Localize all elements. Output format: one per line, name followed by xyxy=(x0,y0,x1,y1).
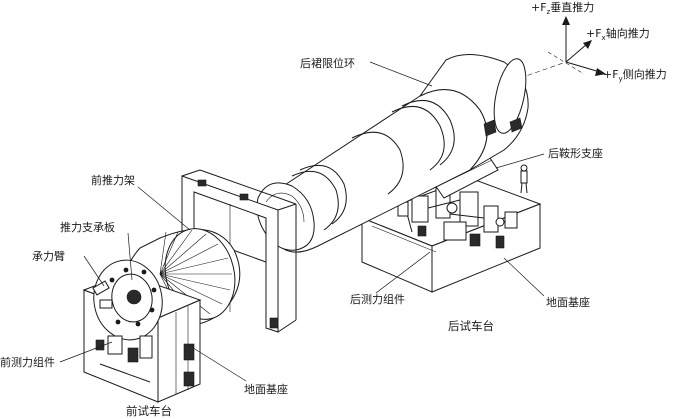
label-front-thrust-frame: 前推力架 xyxy=(91,173,135,187)
human-body xyxy=(520,170,528,184)
rear-test-stand xyxy=(360,151,542,293)
leader-support-plate xyxy=(127,232,133,281)
rear-block-1 xyxy=(411,195,429,223)
front-thrust-frame xyxy=(181,169,297,333)
label-rear-test-stand: 后试车台 xyxy=(448,319,494,333)
axis-center-dashed xyxy=(519,61,567,79)
fy-prefix: +F xyxy=(603,68,619,81)
ring-1 xyxy=(391,105,445,171)
front-measure-2 xyxy=(127,347,139,363)
ring-2 xyxy=(401,99,455,166)
fz-label: +Fz垂直推力 xyxy=(531,0,594,16)
leader-lines xyxy=(59,61,545,382)
front-measure-3 xyxy=(139,335,153,359)
fz-prefix: +F xyxy=(531,1,547,14)
label-rear-saddle: 后鞍形支座 xyxy=(548,146,603,160)
ring-4 xyxy=(299,164,347,225)
label-rear-measure-assembly: 后测力组件 xyxy=(350,292,405,306)
front-foot-1 xyxy=(183,343,195,361)
rear-tab-1 xyxy=(483,119,497,137)
leader-rear-saddle xyxy=(495,153,545,169)
human-leg-2 xyxy=(525,182,528,194)
label-front-measure-assembly: 前测力组件 xyxy=(0,355,55,369)
rear-block-6 xyxy=(469,233,481,247)
front-measure-4 xyxy=(95,339,105,351)
y-axis-arrow xyxy=(595,68,606,76)
rear-strut-1 xyxy=(427,199,461,209)
fx-prefix: +F xyxy=(586,27,602,40)
plate-hub xyxy=(126,289,142,305)
front-strut xyxy=(99,363,151,383)
x-axis-line xyxy=(565,43,588,63)
rear-base-step xyxy=(371,225,437,253)
leader-front-measure xyxy=(59,341,113,363)
human-head xyxy=(520,164,528,172)
rear-wheel-1 xyxy=(446,202,458,214)
frame-top-beam-3 xyxy=(277,203,297,211)
fz-sub: z xyxy=(547,8,551,16)
leader-rear-measure xyxy=(375,251,431,294)
rear-strut-2 xyxy=(449,213,485,219)
y-axis-line xyxy=(565,61,601,73)
x-axis-arrow xyxy=(583,40,592,49)
rear-skirt-end xyxy=(493,58,527,134)
leader-front-frame xyxy=(137,186,191,231)
load-arm-2 xyxy=(99,299,113,309)
fy-label: +Fy侧向推力 xyxy=(603,67,667,83)
label-rear-skirt-ring: 后裙限位环 xyxy=(300,56,355,70)
axis-center-dashed-2 xyxy=(547,51,585,75)
fx-sub: x xyxy=(602,34,606,42)
fz-text: 垂直推力 xyxy=(550,0,594,14)
front-foot-2 xyxy=(183,371,195,387)
load-arm-1 xyxy=(92,280,110,296)
fy-sub: y xyxy=(619,75,623,83)
rear-block-7 xyxy=(417,225,427,237)
frame-bracket-2 xyxy=(239,193,249,201)
rear-block-5 xyxy=(443,221,467,241)
label-load-arm: 承力臂 xyxy=(32,250,65,263)
labels: 后裙限位环 后鞍形支座 前推力架 推力支承板 承力臂 前测力组件 地面基座 前试… xyxy=(0,56,603,418)
frame-top-beam xyxy=(181,169,201,177)
human-figure xyxy=(520,164,528,194)
frame-bracket-1 xyxy=(197,179,207,187)
fx-label: +Fx轴向推力 xyxy=(586,26,650,42)
leader-ground-front xyxy=(189,345,247,382)
rear-wheel-2 xyxy=(495,217,505,227)
rear-machinery xyxy=(397,187,518,249)
rear-block-8 xyxy=(495,235,505,249)
label-front-test-stand: 前试车台 xyxy=(126,404,172,418)
rear-tab-2 xyxy=(509,117,523,133)
frame-right-post-2 xyxy=(277,319,297,333)
fy-text: 侧向推力 xyxy=(623,67,667,81)
ring-3 xyxy=(351,131,404,195)
fx-text: 轴向推力 xyxy=(606,26,650,40)
label-thrust-support-plate: 推力支承板 xyxy=(60,220,115,234)
human-leg-1 xyxy=(520,182,523,194)
label-ground-base-rear: 地面基座 xyxy=(546,295,590,309)
leader-ground-rear xyxy=(503,257,545,297)
rear-block-10 xyxy=(504,211,518,229)
force-axes: +Fz垂直推力 +Fx轴向推力 +Fy侧向推力 xyxy=(519,0,667,83)
ring-5 xyxy=(291,170,339,231)
frame-bracket-3 xyxy=(269,317,279,329)
z-axis-arrow xyxy=(562,16,570,25)
rear-block-4 xyxy=(483,205,499,233)
label-ground-base-front: 地面基座 xyxy=(244,382,288,396)
front-measure-1 xyxy=(107,335,123,355)
leader-load-arm xyxy=(83,255,105,287)
leader-rear-skirt xyxy=(369,61,433,87)
motor-cylinder xyxy=(256,54,529,253)
front-test-stand xyxy=(82,259,202,403)
rear-block-3 xyxy=(459,191,479,227)
frame-top-beam-2 xyxy=(199,169,297,205)
